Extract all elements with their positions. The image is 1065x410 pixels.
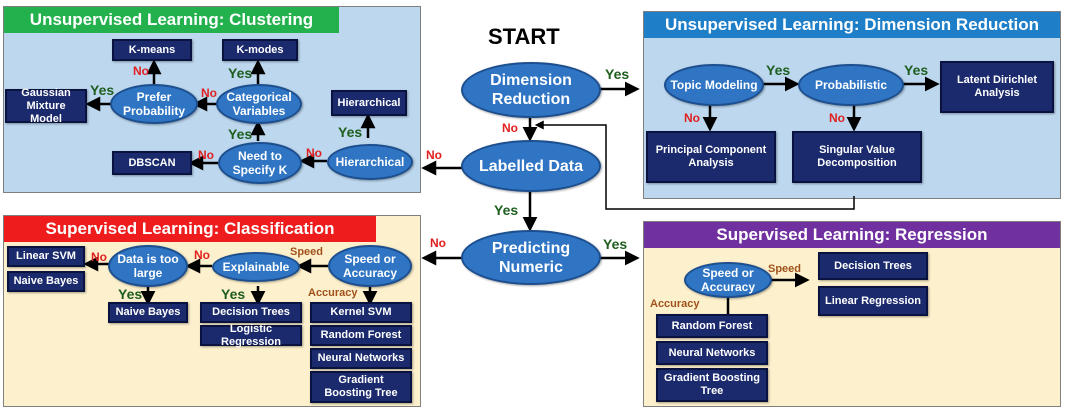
gmm-method: Gaussian Mixture Model: [5, 87, 87, 125]
decision-trees-method: Decision Trees: [200, 302, 302, 323]
prefer-probability-decision: Prefer Probability: [110, 84, 198, 124]
yes-label: Yes: [904, 62, 929, 78]
labelled-data-decision: Labelled Data: [461, 140, 601, 192]
neural-networks-method: Neural Networks: [310, 348, 412, 369]
speed-label: Speed: [768, 263, 802, 275]
hierarchical-method: Hierarchical: [331, 90, 407, 116]
no-label: No: [684, 111, 700, 125]
classification-title: Supervised Learning: Classification: [4, 216, 376, 242]
no-label: No: [829, 111, 845, 125]
dimension-reduction-decision: Dimension Reduction: [461, 62, 601, 118]
accuracy-label: Accuracy: [308, 287, 358, 299]
naive-bayes-method: Naive Bayes: [108, 302, 188, 323]
linear-regression-method: Linear Regression: [818, 286, 928, 316]
start-label: START: [488, 24, 560, 49]
dbscan-method: DBSCAN: [112, 151, 192, 175]
kernel-svm-method: Kernel SVM: [310, 302, 412, 323]
yes-label: Yes: [494, 202, 519, 218]
yes-label: Yes: [766, 62, 791, 78]
gradient-boosting-tree-method: Gradient Boosting Tree: [310, 371, 412, 403]
no-label: No: [201, 86, 217, 100]
accuracy-label: Accuracy: [650, 298, 700, 310]
no-label: No: [502, 121, 518, 135]
yes-label: Yes: [228, 126, 253, 142]
pca-method: Principal Component Analysis: [646, 131, 776, 183]
linear-svm-method: Linear SVM: [7, 246, 85, 267]
yes-label: Yes: [118, 286, 143, 302]
no-label: No: [426, 148, 442, 162]
need-to-specify-k-decision: Need to Specify K: [218, 142, 302, 184]
no-label: No: [198, 148, 214, 162]
clustering-title: Unsupervised Learning: Clustering: [4, 7, 339, 33]
kmeans-method: K-means: [112, 39, 192, 61]
yes-label: Yes: [603, 236, 628, 252]
yes-label: Yes: [221, 286, 246, 302]
kmodes-method: K-modes: [222, 39, 298, 61]
speed-or-accuracy-decision: Speed or Accuracy: [328, 245, 412, 287]
logistic-regression-method: Logistic Regression: [200, 323, 302, 348]
dimension-reduction-title: Unsupervised Learning: Dimension Reducti…: [644, 12, 1060, 38]
yes-label: Yes: [605, 66, 630, 82]
no-label: No: [430, 236, 446, 250]
yes-label: Yes: [228, 65, 253, 81]
yes-label: Yes: [338, 124, 363, 140]
yes-label: Yes: [90, 82, 115, 98]
no-label: No: [306, 146, 322, 160]
speed-label: Speed: [290, 246, 324, 258]
svd-method: Singular Value Decomposition: [792, 131, 922, 183]
categorical-variables-decision: Categorical Variables: [216, 84, 302, 124]
probabilistic-decision: Probabilistic: [798, 64, 904, 106]
predicting-numeric-decision: Predicting Numeric: [461, 230, 601, 285]
no-label: No: [194, 248, 210, 262]
hierarchical-decision: Hierarchical: [327, 144, 413, 180]
no-label: No: [133, 64, 149, 78]
decision-trees-method: Decision Trees: [818, 252, 928, 280]
data-too-large-decision: Data is too large: [108, 245, 188, 287]
gradient-boosting-tree-method: Gradient Boosting Tree: [656, 368, 768, 402]
random-forest-method: Random Forest: [656, 314, 768, 338]
naive-bayes-method: Naive Bayes: [7, 271, 85, 292]
random-forest-method: Random Forest: [310, 325, 412, 346]
lda-method: Latent Dirichlet Analysis: [940, 61, 1054, 113]
topic-modeling-decision: Topic Modeling: [664, 64, 764, 106]
neural-networks-method: Neural Networks: [656, 341, 768, 365]
no-label: No: [91, 250, 107, 264]
speed-or-accuracy-decision: Speed or Accuracy: [684, 262, 772, 298]
regression-title: Supervised Learning: Regression: [644, 222, 1060, 248]
explainable-decision: Explainable: [212, 252, 300, 282]
